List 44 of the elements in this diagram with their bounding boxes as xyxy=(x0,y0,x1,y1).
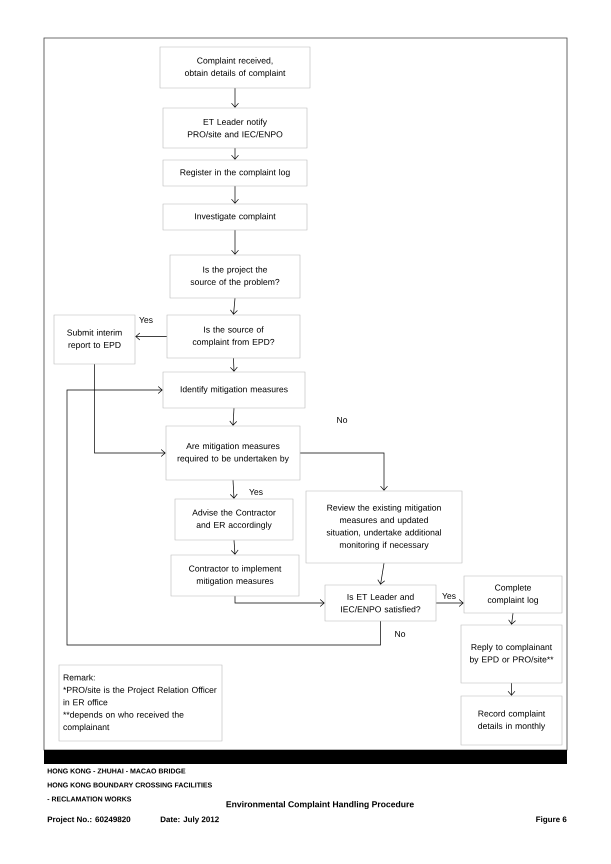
arrow xyxy=(231,186,239,204)
arrow xyxy=(135,332,168,340)
process-box: Complete complaint log xyxy=(464,576,562,614)
arrow xyxy=(231,230,239,255)
arrow xyxy=(66,386,381,646)
arrow xyxy=(436,599,464,607)
arrow xyxy=(94,364,166,457)
arrow xyxy=(230,540,239,555)
process-box: Reply to complainant by EPD or PRO/site** xyxy=(460,624,562,684)
arrow xyxy=(508,682,516,696)
arrow xyxy=(231,148,239,160)
title: Environmental Complaint Handling Procedure xyxy=(226,800,414,810)
arrow xyxy=(231,88,239,108)
footer-text: Project No.: 60249820 xyxy=(48,816,130,824)
process-box: Submit interim report to EPD xyxy=(54,314,136,364)
arrow xyxy=(508,612,516,625)
arrow xyxy=(234,596,325,607)
arrow xyxy=(377,562,386,585)
process-box: Is the project the source of the problem? xyxy=(170,254,300,298)
arrow xyxy=(230,480,238,499)
process-box: Contractor to implement mitigation measures xyxy=(170,554,300,596)
process-box: Is the source of complaint from EPD? xyxy=(166,314,300,358)
process-box: Investigate complaint xyxy=(162,204,308,230)
footer-text: Figure 6 xyxy=(536,816,566,824)
edge-label: Yes xyxy=(248,488,264,496)
process-box: Record complaint details in monthly xyxy=(460,696,562,746)
arrow xyxy=(229,408,238,426)
process-box: Are mitigation measures required to be undertaken by xyxy=(166,426,300,480)
edge-label: No xyxy=(394,630,406,638)
process-box: Is ET Leader and IEC/ENPO satisfied? xyxy=(324,584,436,622)
process-box: Review the existing mitigation measures and updated situation, undertake additional monitoring if necessary xyxy=(306,490,462,564)
note-box: Remark: *PRO/site is the Project Relation Officer in ER office **depends on who received the complainant xyxy=(58,664,222,742)
process-box: Register in the complaint log xyxy=(162,160,308,186)
process-box: Complaint received, obtain details of complaint xyxy=(160,46,310,88)
arrow xyxy=(300,452,388,491)
edge-label: Yes xyxy=(138,316,154,324)
process-box: ET Leader notify PRO/site and IEC/ENPO xyxy=(162,108,308,148)
arrow xyxy=(230,298,238,315)
process-box: Advise the Contractor and ER accordingly xyxy=(174,498,294,540)
process-box: Identify mitigation measures xyxy=(162,372,306,408)
footer-text: Date: July 2012 xyxy=(160,816,219,824)
edge-label: Yes xyxy=(441,592,458,600)
edge-label: No xyxy=(336,416,348,424)
arrow xyxy=(230,358,238,372)
